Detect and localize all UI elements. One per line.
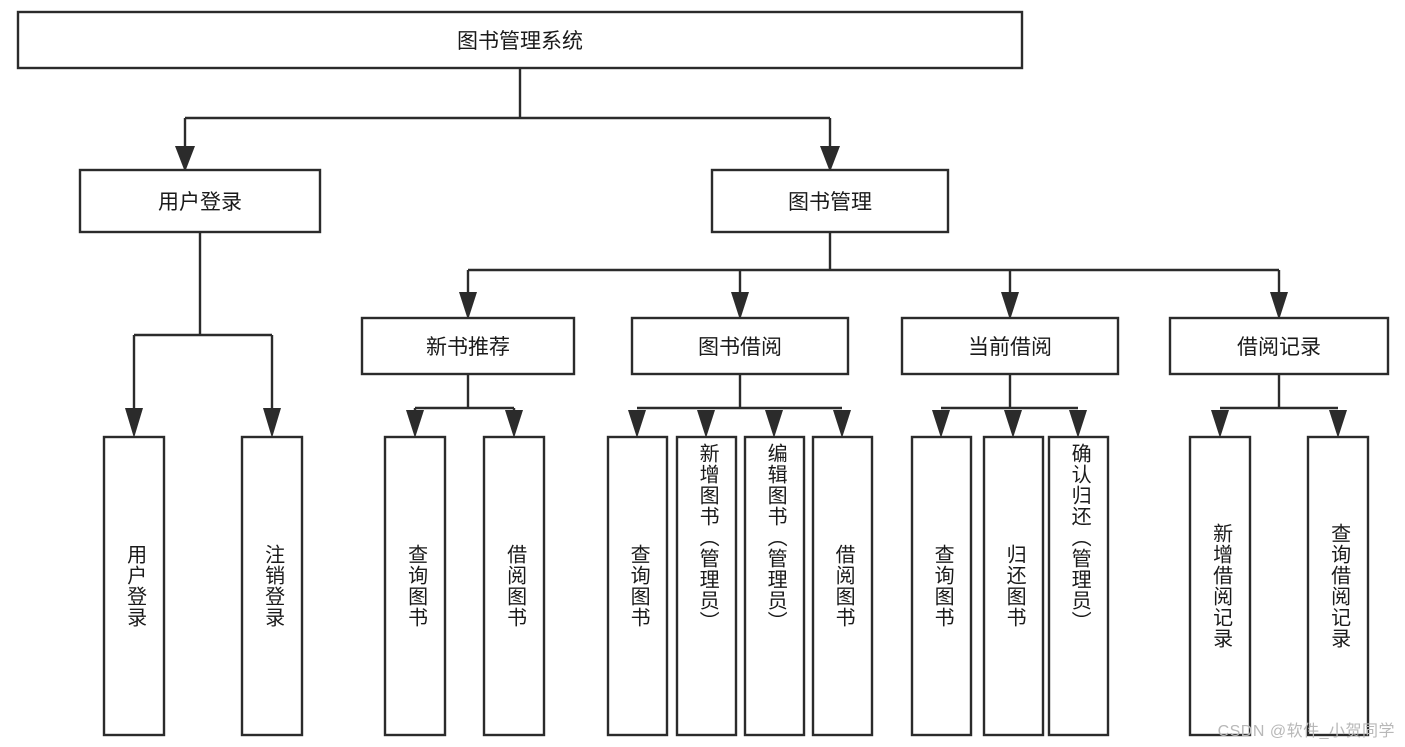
connector-borrow-record-to-children — [1211, 374, 1347, 438]
connector-current-borrow-to-children — [932, 374, 1087, 438]
arrow-head-return-book — [1004, 410, 1022, 438]
node-box-borrow-book-2[interactable] — [811, 435, 874, 737]
arrow-head-query-book-3 — [932, 410, 950, 438]
node-box-current-borrow[interactable] — [900, 316, 1120, 376]
node-box-return-book[interactable] — [982, 435, 1045, 737]
arrow-head-current-borrow — [1001, 292, 1019, 320]
node-box-user-logout[interactable] — [240, 435, 304, 737]
node-box-query-book-1[interactable] — [383, 435, 447, 737]
connector-new-book-recommend-to-children — [406, 374, 523, 438]
csdn-watermark: CSDN @软件_小贺同学 — [1217, 723, 1395, 740]
node-box-query-book-3[interactable] — [910, 435, 973, 737]
connector-root-to-level2 — [175, 68, 840, 172]
connector-book-management-to-children — [459, 232, 1288, 320]
node-box-edit-book-admin[interactable] — [743, 435, 806, 737]
node-box-add-book-admin[interactable] — [675, 435, 738, 737]
node-box-query-book-2[interactable] — [606, 435, 669, 737]
arrow-head-edit-book-admin — [765, 410, 783, 438]
arrow-head-query-borrow-record — [1329, 410, 1347, 438]
arrow-head-add-borrow-record — [1211, 410, 1229, 438]
arrow-head-user-logout — [263, 408, 281, 438]
arrow-head-new-book-recommend — [459, 292, 477, 320]
arrow-head-user-login — [175, 146, 195, 172]
arrow-head-book-borrow — [731, 292, 749, 320]
arrow-head-user-login-do — [125, 408, 143, 438]
node-box-user-login[interactable] — [78, 168, 322, 234]
node-box-user-login-do[interactable] — [102, 435, 166, 737]
node-box-borrow-record[interactable] — [1168, 316, 1390, 376]
node-box-borrow-book-1[interactable] — [482, 435, 546, 737]
node-box-root[interactable] — [16, 10, 1024, 70]
node-box-query-borrow-record[interactable] — [1306, 435, 1370, 737]
arrow-head-confirm-return-admin — [1069, 410, 1087, 438]
arrow-head-query-book-2 — [628, 410, 646, 438]
arrow-head-borrow-record — [1270, 292, 1288, 320]
node-box-book-borrow[interactable] — [630, 316, 850, 376]
arrow-head-book-management — [820, 146, 840, 172]
arrow-head-borrow-book-2 — [833, 410, 851, 438]
connector-user-login-to-children — [125, 232, 281, 438]
node-box-book-management[interactable] — [710, 168, 950, 234]
node-box-confirm-return-admin[interactable] — [1047, 435, 1110, 737]
arrow-head-add-book-admin — [697, 410, 715, 438]
node-box-add-borrow-record[interactable] — [1188, 435, 1252, 737]
node-box-new-book-recommend[interactable] — [360, 316, 576, 376]
arrow-head-query-book-1 — [406, 410, 424, 438]
arrow-head-borrow-book-1 — [505, 410, 523, 438]
connector-book-borrow-to-children — [628, 374, 851, 438]
